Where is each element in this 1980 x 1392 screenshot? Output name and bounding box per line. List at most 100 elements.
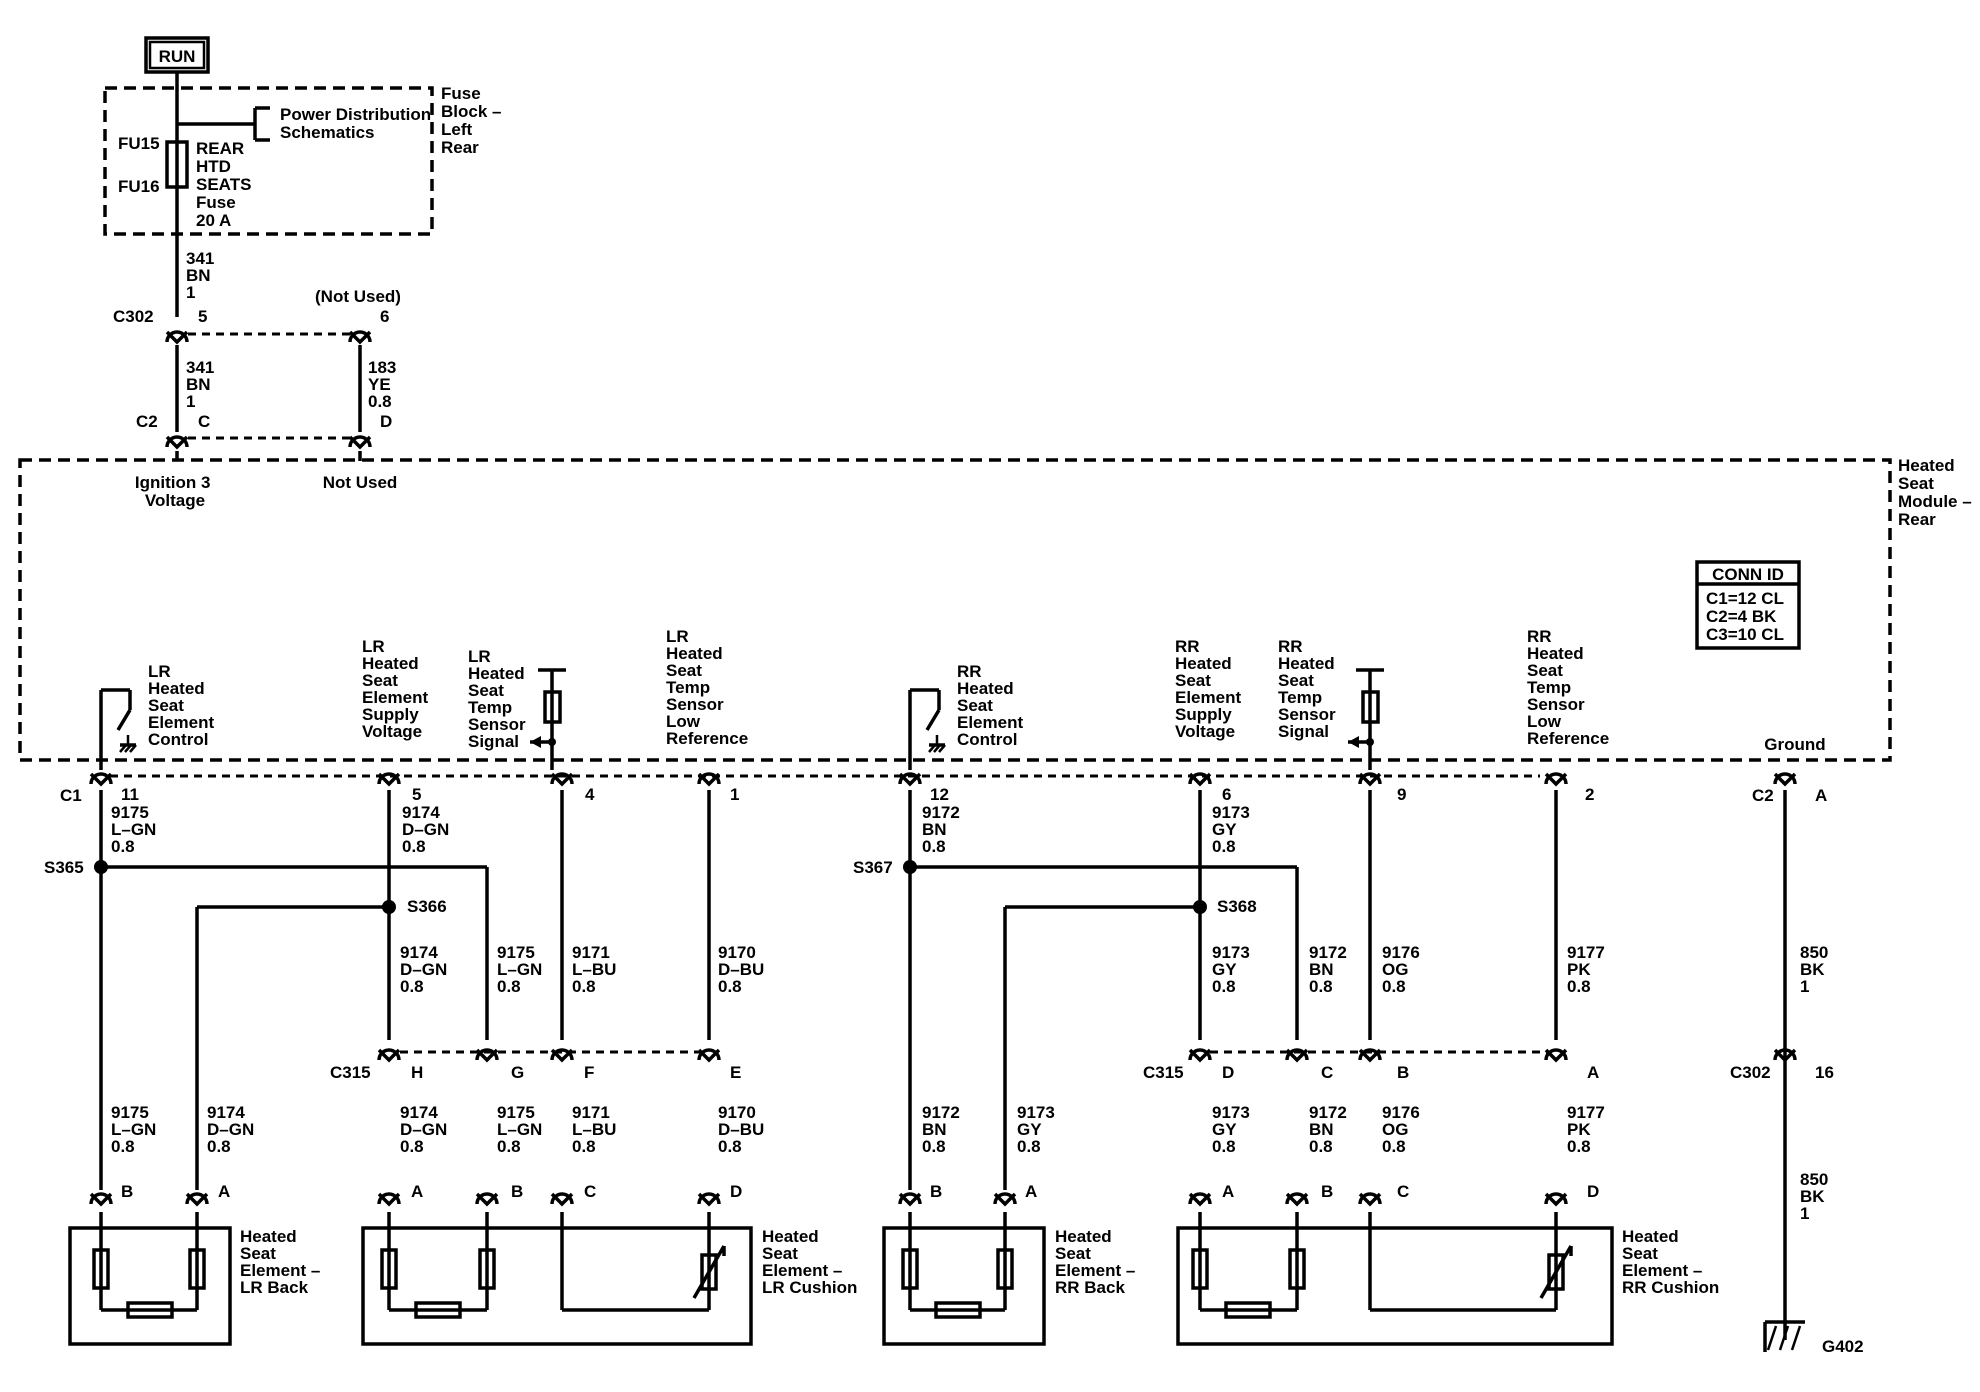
c315-cavity-6	[1285, 1048, 1309, 1063]
pin-11: 11	[121, 785, 139, 804]
c315-cavity-5	[1188, 1048, 1212, 1063]
conn-id-row-c2: C2=4 BK	[1706, 607, 1777, 626]
c2-connector-c	[165, 435, 189, 450]
c1-cavity-3	[550, 772, 574, 787]
rrc-pin-c: C	[1397, 1182, 1409, 1201]
wire-9172-top: 9172 BN 0.8	[922, 803, 965, 856]
ignition-3-voltage-label: Ignition 3 Voltage	[135, 473, 215, 510]
splice-s365: S365	[44, 858, 84, 877]
pin-6: 6	[1222, 785, 1231, 804]
pin-2: 2	[1585, 785, 1594, 804]
c302-lower-pin: 16	[1815, 1063, 1834, 1082]
rr-low-reference-label: RR Heated Seat Temp Sensor Low Reference	[1527, 627, 1609, 748]
rr-supply-voltage-label: RR Heated Seat Element Supply Voltage	[1175, 637, 1246, 741]
c2-ground-label: C2	[1752, 786, 1774, 805]
fuse-block-outline	[103, 86, 434, 236]
c315-pin-g: G	[511, 1063, 524, 1082]
pin-5: 5	[412, 785, 421, 804]
lrb-pin-a: A	[218, 1182, 230, 1201]
wire-183-ye: 183 YE 0.8	[368, 358, 401, 411]
pin-9: 9	[1397, 785, 1406, 804]
c315-right-label: C315	[1143, 1063, 1184, 1082]
c1-cavity-4	[697, 772, 721, 787]
c315-pin-e: E	[730, 1063, 741, 1082]
c315-pin-f: F	[584, 1063, 594, 1082]
c1-label: C1	[60, 786, 82, 805]
wire-341-bn-lower: 341 BN 1	[186, 358, 219, 411]
c315-pin-b: B	[1397, 1063, 1409, 1082]
lrb-pin-b: B	[121, 1182, 133, 1201]
lr-back-element	[68, 1212, 232, 1346]
element-cavity-6	[697, 1192, 721, 1207]
rr-back-element	[882, 1212, 1046, 1346]
run-label: RUN	[159, 47, 196, 66]
c1-cavity-9	[1773, 772, 1797, 787]
c2-ground-pin-a: A	[1815, 786, 1827, 805]
c315-pin-c: C	[1321, 1063, 1333, 1082]
pin-4: 4	[585, 785, 595, 804]
lr-element-control-label: LR Heated Seat Element Control	[148, 662, 219, 749]
rr-pullup-resistor	[1348, 668, 1384, 770]
rrc-pin-a: A	[1222, 1182, 1234, 1201]
c315-pin-h: H	[411, 1063, 423, 1082]
c302-connector-6	[348, 330, 372, 345]
c315-pin-a: A	[1587, 1063, 1599, 1082]
element-cavity-9	[1188, 1192, 1212, 1207]
conn-id-box: CONN ID C1=12 CL C2=4 BK C3=10 CL	[1695, 560, 1801, 650]
element-connector-row	[89, 1192, 1568, 1207]
lrc-pin-d: D	[730, 1182, 742, 1201]
lrc-pin-c: C	[584, 1182, 596, 1201]
c315-cavity-2	[475, 1048, 499, 1063]
lr-supply-voltage-label: LR Heated Seat Element Supply Voltage	[362, 637, 433, 741]
fuse-block-label: Fuse Block – Left Rear	[441, 84, 506, 157]
c1-connector-row	[89, 772, 1797, 787]
lrc-pin-b: B	[511, 1182, 523, 1201]
lr-temp-signal-label: LR Heated Seat Temp Sensor Signal	[468, 647, 530, 751]
splice-s367: S367	[853, 858, 893, 877]
lr-pullup-resistor	[530, 668, 566, 770]
lr-control-switch-symbol	[99, 688, 137, 770]
heated-seat-module-outline	[18, 458, 1892, 762]
c315-cavity-4	[697, 1048, 721, 1063]
ground-function-label: Ground	[1764, 735, 1825, 754]
element-cavity-8	[993, 1192, 1017, 1207]
module-name: Heated Seat Module – Rear	[1898, 456, 1976, 529]
c302-pin-6: 6	[380, 307, 389, 326]
conn-id-row-c3: C3=10 CL	[1706, 625, 1784, 644]
c1-cavity-1	[89, 772, 113, 787]
lrc-pin-a: A	[411, 1182, 423, 1201]
c315-left-label: C315	[330, 1063, 371, 1082]
c315-connector-row	[377, 1048, 1797, 1063]
c1-cavity-6	[1188, 772, 1212, 787]
fuse-symbol	[165, 140, 189, 189]
fuse-name-label: REAR HTD SEATS Fuse 20 A	[196, 139, 256, 230]
c315-cavity-8	[1544, 1048, 1568, 1063]
element-cavity-2	[185, 1192, 209, 1207]
element-cavity-11	[1358, 1192, 1382, 1207]
wire-341-bn-upper: 341 BN 1	[186, 249, 219, 302]
c2-upper-label: C2	[136, 412, 158, 431]
element-cavity-4	[475, 1192, 499, 1207]
c315-cavity-3	[550, 1048, 574, 1063]
conn-id-row-c1: C1=12 CL	[1706, 589, 1784, 608]
lr-low-reference-label: LR Heated Seat Temp Sensor Low Reference	[666, 627, 748, 748]
rrb-pin-a: A	[1025, 1182, 1037, 1201]
